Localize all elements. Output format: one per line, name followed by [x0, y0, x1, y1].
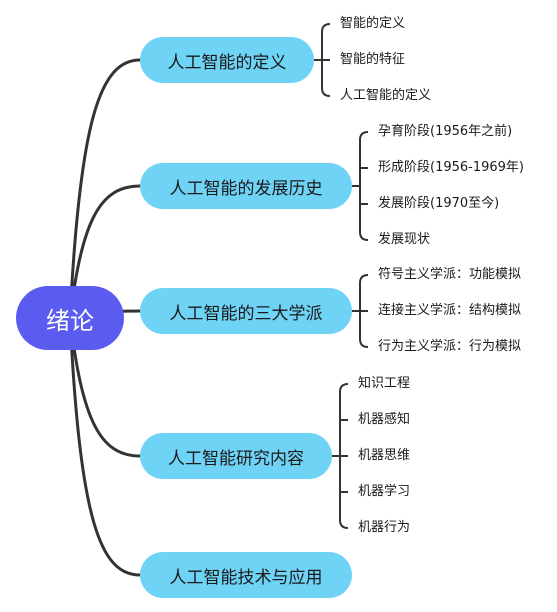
leaf-node[interactable]: 机器思维	[358, 448, 411, 463]
leaf-node[interactable]: 知识工程	[358, 376, 411, 391]
leaf-node[interactable]: 行为主义学派：行为模拟	[378, 339, 522, 354]
leaf-node[interactable]: 机器学习	[358, 484, 411, 499]
leaf-node[interactable]: 孕育阶段(1956年之前)	[378, 124, 513, 139]
topic-label: 人工智能研究内容	[168, 448, 304, 469]
topic-node-research[interactable]: 人工智能研究内容	[140, 433, 332, 479]
connector-root-topic-1	[68, 58, 142, 320]
connector-root-topic-2	[68, 184, 142, 320]
topic-node-definition[interactable]: 人工智能的定义	[140, 37, 314, 83]
topic-node-history[interactable]: 人工智能的发展历史	[140, 163, 352, 209]
leaf-node[interactable]: 连接主义学派：结构模拟	[378, 303, 522, 318]
topic-label: 人工智能的三大学派	[169, 303, 323, 324]
leaf-node[interactable]: 智能的定义	[340, 16, 406, 31]
root-label: 绪论	[46, 306, 94, 335]
topic-label: 人工智能的发展历史	[169, 178, 323, 199]
topic-label: 人工智能技术与应用	[169, 567, 323, 588]
topic-node-applications[interactable]: 人工智能技术与应用	[140, 552, 352, 598]
topic-node-schools[interactable]: 人工智能的三大学派	[140, 288, 352, 334]
leaf-node[interactable]: 发展阶段(1970至今)	[378, 196, 500, 211]
leaf-node[interactable]: 符号主义学派：功能模拟	[378, 267, 522, 282]
leaf-node[interactable]: 人工智能的定义	[340, 88, 432, 103]
topic-label: 人工智能的定义	[167, 52, 287, 73]
leaf-node[interactable]: 机器感知	[358, 412, 411, 427]
leaf-node[interactable]: 机器行为	[358, 520, 411, 535]
leaf-node[interactable]: 智能的特征	[340, 52, 406, 67]
root-node[interactable]: 绪论	[16, 286, 124, 350]
connector-root-topic-4	[68, 316, 142, 458]
leaf-node[interactable]: 形成阶段(1956-1969年)	[378, 160, 525, 175]
leaf-node[interactable]: 发展现状	[378, 232, 431, 247]
connector-root-topic-5	[68, 316, 142, 577]
